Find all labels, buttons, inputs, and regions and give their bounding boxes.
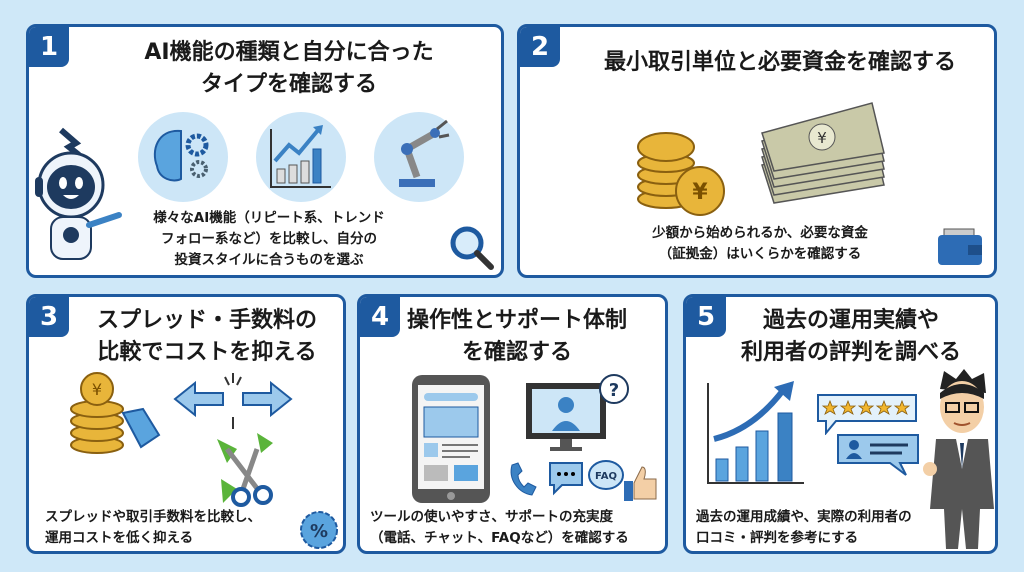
businessman-mascot: [923, 369, 994, 549]
panel-title: スプレッド・手数料の 比較でコストを抑える: [96, 308, 317, 365]
faq-icon: FAQ: [588, 460, 624, 490]
panel-title: 過去の運用実績や 利用者の評判を調べる: [740, 308, 961, 365]
yen-symbol: ¥: [692, 180, 708, 205]
split-arrows-icon: [173, 373, 293, 429]
magnifier-icon: [450, 226, 494, 270]
panel-2: 2 最小取引単位と必要資金を確認する ¥ ¥ 少額から始められるか、必要な資金 …: [517, 24, 997, 278]
panel-description: 過去の運用成績や、実際の利用者の 口コミ・評判を参考にする: [696, 509, 912, 546]
smartphone-icon: [412, 375, 490, 503]
percent-symbol: %: [310, 521, 328, 542]
panel-title: 操作性とサポート体制 を確認する: [406, 308, 627, 365]
panel-4: 4 操作性とサポート体制 を確認する ? FAQ ツールの使いやすさ、サポートの…: [357, 294, 668, 554]
yen-coins-icon: ¥: [637, 132, 725, 216]
step-number: 1: [29, 27, 69, 67]
step-number: 2: [520, 27, 560, 67]
panel-3: 3 スプレッド・手数料の 比較でコストを抑える ¥ スプレッドや取引手数料を比較…: [26, 294, 346, 554]
chat-icon: [549, 462, 583, 496]
thumbs-up-icon: [624, 466, 657, 501]
wallet-icon: [938, 228, 982, 265]
panel-description: 少額から始められるか、必要な資金 （証拠金）はいくらかを確認する: [652, 225, 868, 262]
faq-label: FAQ: [595, 471, 617, 482]
panel-description: ツールの使いやすさ、サポートの充実度 （電話、チャット、FAQなど）を確認する: [370, 509, 629, 546]
yen-symbol: ¥: [817, 129, 827, 147]
yen-symbol: ¥: [92, 380, 102, 399]
phone-icon: [510, 462, 537, 496]
panel-1: 1 AI機能の種類と自分に合った タイプを確認する 様々なAI機能（リピート系、…: [26, 24, 504, 278]
step-number: 5: [686, 297, 726, 337]
banknotes-icon: ¥: [761, 102, 885, 204]
robot-mascot: [35, 127, 122, 260]
robot-arm-icon: [374, 112, 464, 202]
panel-5: 5 過去の運用実績や 利用者の評判を調べる 過去の運用成績や、実際の利: [683, 294, 998, 554]
step-number: 3: [29, 297, 69, 337]
step-number: 4: [360, 297, 400, 337]
coins-tag-icon: ¥: [70, 372, 161, 454]
panel-title: 最小取引単位と必要資金を確認する: [603, 50, 956, 75]
user-comment-icon: [837, 434, 919, 476]
question-mark: ?: [609, 380, 619, 401]
scissors-icon: [217, 433, 273, 507]
bar-chart-arrow-icon: [707, 381, 804, 484]
monitor-support-icon: ?: [526, 374, 629, 451]
five-star-review-icon: [817, 394, 917, 435]
panel-title: AI機能の種類と自分に合った タイプを確認する: [144, 40, 434, 97]
growth-chart-icon: [256, 112, 346, 202]
percent-badge-icon: %: [300, 511, 338, 549]
panel-description: スプレッドや取引手数料を比較し、 運用コストを低く抑える: [45, 509, 261, 546]
panel-description: 様々なAI機能（リピート系、トレンド フォロー系など）を比較し、自分の 投資スタ…: [153, 210, 385, 268]
brain-gears-icon: [138, 112, 228, 202]
